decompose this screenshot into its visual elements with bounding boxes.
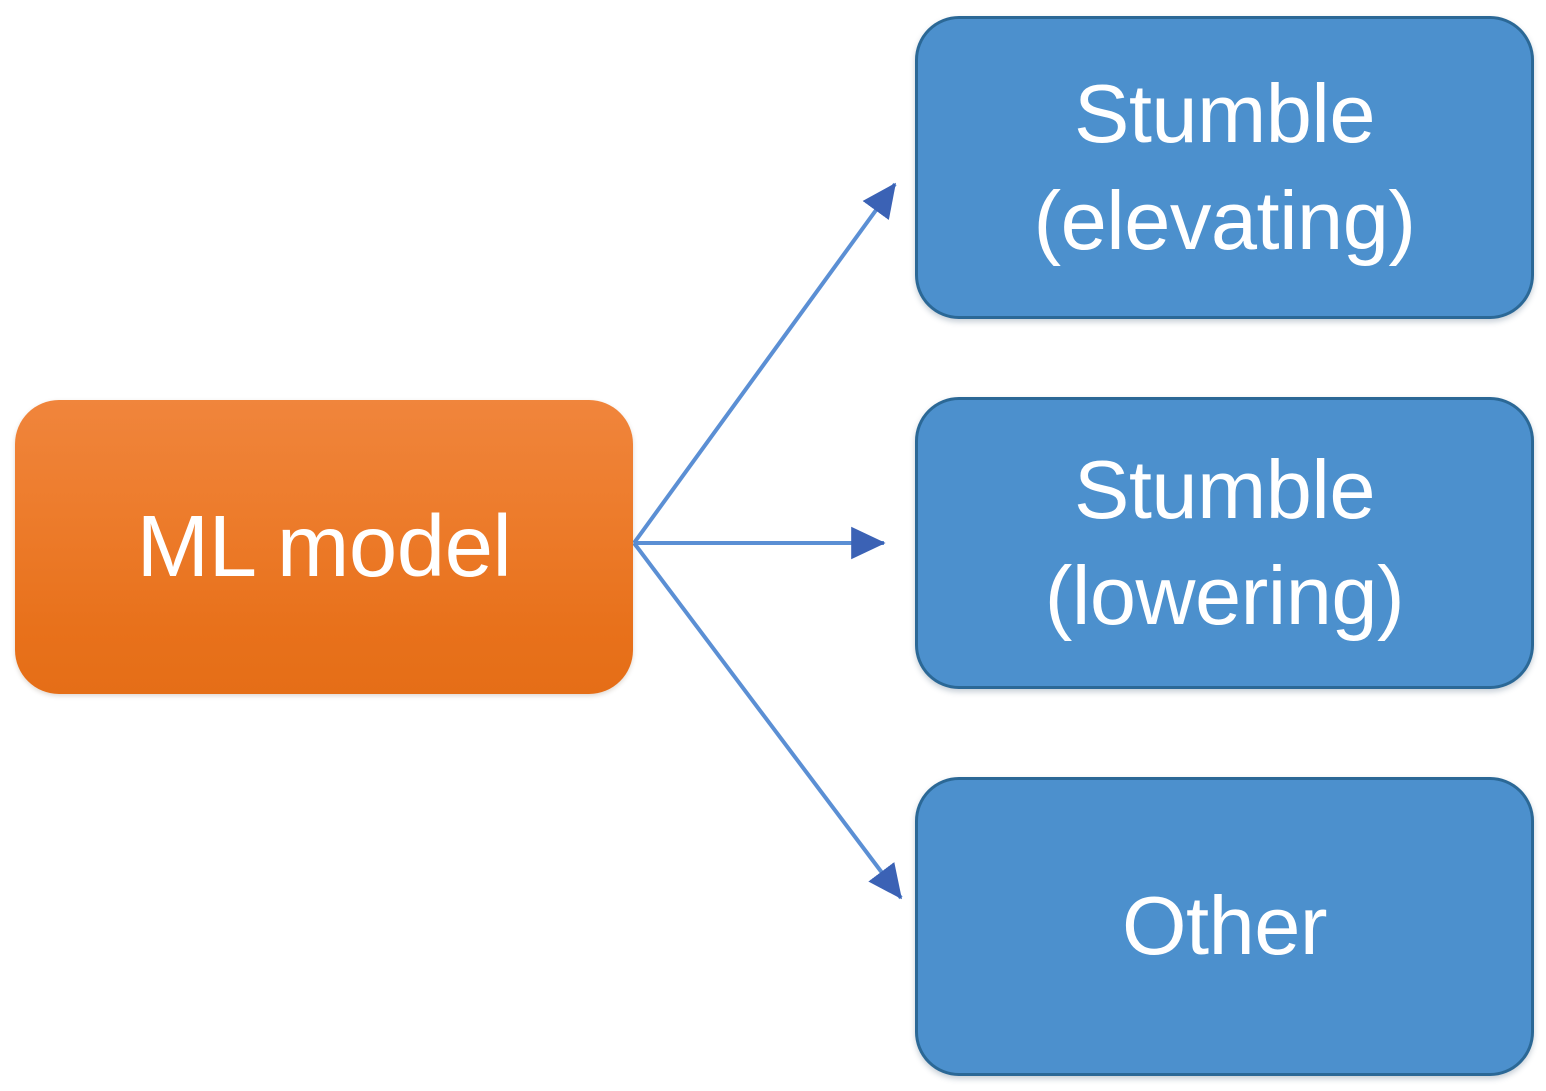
node-stumble-lowering-line1: Stumble [1074,442,1375,536]
node-ml-model-label: ML model [136,498,512,596]
node-stumble-lowering-label: Stumble (lowering) [918,437,1531,649]
node-other-label: Other [918,873,1531,979]
node-stumble-lowering-line2: (lowering) [1044,549,1405,642]
node-stumble-lowering[interactable]: Stumble (lowering) [915,397,1534,689]
node-ml-model[interactable]: ML model [15,400,633,694]
node-other-line1: Other [1121,879,1328,973]
node-stumble-elevating-line2: (elevating) [1033,173,1416,267]
edge-to-elevating [632,182,897,545]
node-stumble-elevating-label: Stumble (elevating) [918,61,1531,273]
node-other[interactable]: Other [915,777,1534,1076]
node-stumble-elevating-line1: Stumble [1074,67,1375,161]
edge-to-other [632,541,903,900]
node-stumble-elevating[interactable]: Stumble (elevating) [915,16,1534,319]
